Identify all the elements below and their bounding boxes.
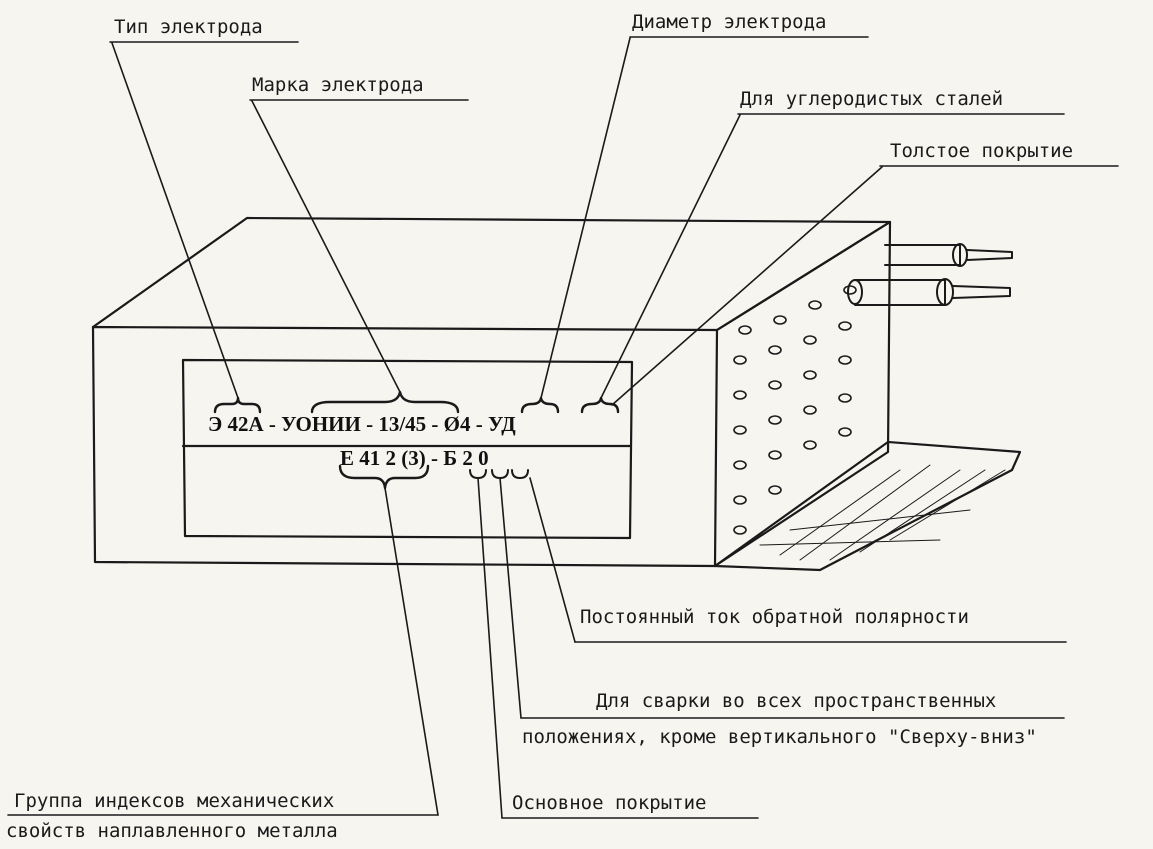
label-basic-coating: Основное покрытие [512, 792, 707, 814]
brace-0 [511, 469, 529, 479]
leader-lines [7, 36, 1119, 819]
brace-brand [310, 390, 460, 414]
box-flap-bottom [714, 469, 1013, 571]
box-top-face [91, 216, 892, 332]
brace-2 [491, 469, 509, 479]
brace-diameter [520, 396, 560, 414]
label-electrode-diameter: Диаметр электрода [632, 11, 827, 33]
label-electrode-brand: Марка электрода [252, 74, 424, 96]
protruding-electrodes [847, 243, 1013, 306]
flap-hatching [759, 464, 1006, 561]
label-dc-reverse-polarity: Постоянный ток обратной полярности [580, 606, 969, 628]
box-end-face [713, 220, 892, 568]
label-group-line2: свойств наплавленного металла [6, 820, 338, 842]
brace-type [213, 396, 262, 414]
label-panel [181, 358, 634, 540]
label-group-line1: Группа индексов механических [14, 790, 335, 812]
brace-b [469, 469, 487, 479]
label-thick-coating: Толстое покрытие [890, 140, 1074, 162]
label-electrode-type: Тип электрода [114, 16, 263, 38]
label-positions-line2: положениях, кроме вертикального "Сверху-… [522, 726, 1037, 748]
electrode-ends [733, 285, 857, 535]
label-carbon-steels: Для углеродистых сталей [740, 88, 1004, 110]
box-open-flap [713, 440, 1022, 572]
label-positions-line1: Для сварки во всех пространственных [596, 690, 997, 712]
electrode-code-top: Э 42А - УОНИИ - 13/45 - Ø4 - УД [208, 412, 516, 436]
electrode-code-bottom: Е 41 2 (3) - Б 2 0 [340, 446, 489, 470]
